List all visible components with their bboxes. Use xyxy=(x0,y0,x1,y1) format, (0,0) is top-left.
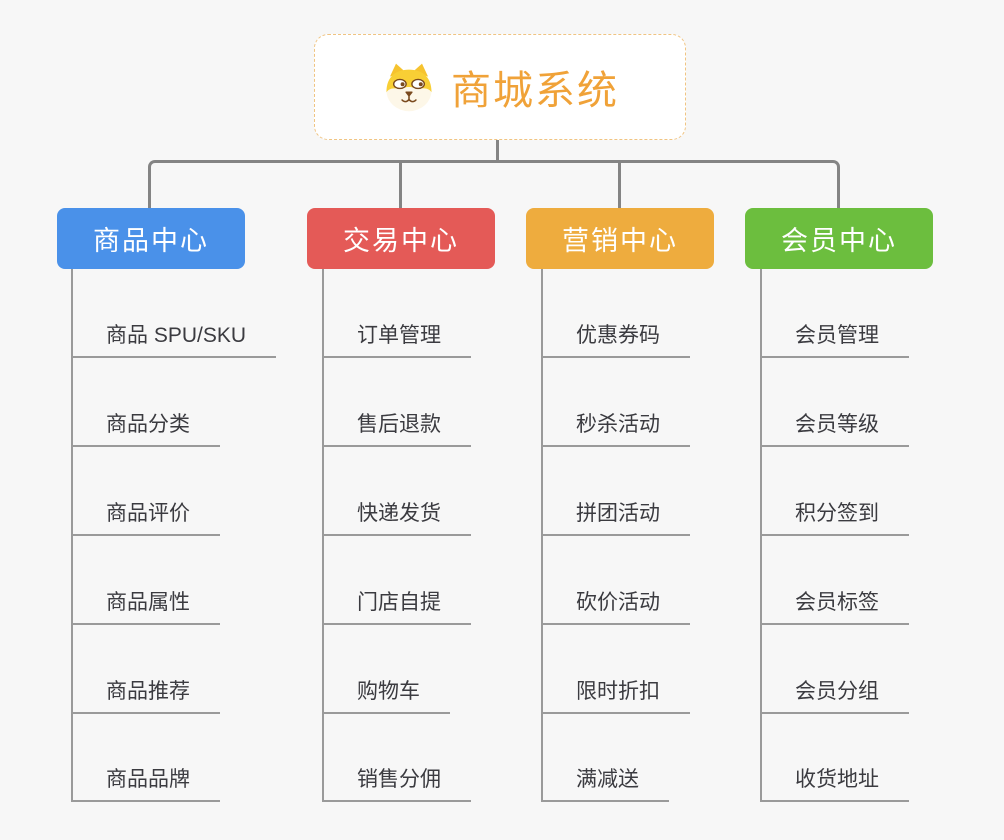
child-topic[interactable]: 订单管理 xyxy=(322,322,471,358)
child-topic[interactable]: 商品品牌 xyxy=(71,766,220,802)
branch-node-marketing-center[interactable]: 营销中心 xyxy=(526,208,714,269)
branch-label: 交易中心 xyxy=(343,226,459,256)
connector-left-elbow xyxy=(148,160,498,209)
child-topic[interactable]: 商品评价 xyxy=(71,500,220,536)
branch-node-product-center[interactable]: 商品中心 xyxy=(57,208,245,269)
child-topic[interactable]: 秒杀活动 xyxy=(541,411,690,447)
child-topic[interactable]: 砍价活动 xyxy=(541,589,690,625)
child-topic[interactable]: 优惠券码 xyxy=(541,322,690,358)
dog-face-icon xyxy=(386,63,432,112)
root-title: 商城系统 xyxy=(451,69,619,113)
child-topic[interactable]: 商品推荐 xyxy=(71,678,220,714)
child-topic[interactable]: 满减送 xyxy=(541,766,669,802)
child-topic[interactable]: 购物车 xyxy=(322,678,450,714)
connector-drop-trade xyxy=(399,163,402,209)
child-topic[interactable]: 会员管理 xyxy=(760,322,909,358)
child-topic[interactable]: 销售分佣 xyxy=(322,766,471,802)
branch-label: 会员中心 xyxy=(781,226,897,256)
child-topic[interactable]: 商品分类 xyxy=(71,411,220,447)
child-topic[interactable]: 商品属性 xyxy=(71,589,220,625)
branch-label: 商品中心 xyxy=(93,226,209,256)
branch-label: 营销中心 xyxy=(562,226,678,256)
child-topic[interactable]: 售后退款 xyxy=(322,411,471,447)
root-node[interactable]: 商城系统 xyxy=(314,34,686,140)
child-topic[interactable]: 快递发货 xyxy=(322,500,471,536)
branch-node-member-center[interactable]: 会员中心 xyxy=(745,208,933,269)
child-topic[interactable]: 拼团活动 xyxy=(541,500,690,536)
child-topic[interactable]: 积分签到 xyxy=(760,500,909,536)
connector-drop-marketing xyxy=(618,163,621,209)
branch-node-trade-center[interactable]: 交易中心 xyxy=(307,208,495,269)
child-topic[interactable]: 门店自提 xyxy=(322,589,471,625)
child-topic[interactable]: 会员标签 xyxy=(760,589,909,625)
connector-right-elbow xyxy=(496,160,840,209)
child-topic[interactable]: 限时折扣 xyxy=(541,678,690,714)
child-topic[interactable]: 商品 SPU/SKU xyxy=(71,322,277,358)
child-topic[interactable]: 收货地址 xyxy=(760,766,909,802)
child-topic[interactable]: 会员分组 xyxy=(760,678,909,714)
child-topic[interactable]: 会员等级 xyxy=(760,411,909,447)
root-connector-stem xyxy=(496,139,499,163)
